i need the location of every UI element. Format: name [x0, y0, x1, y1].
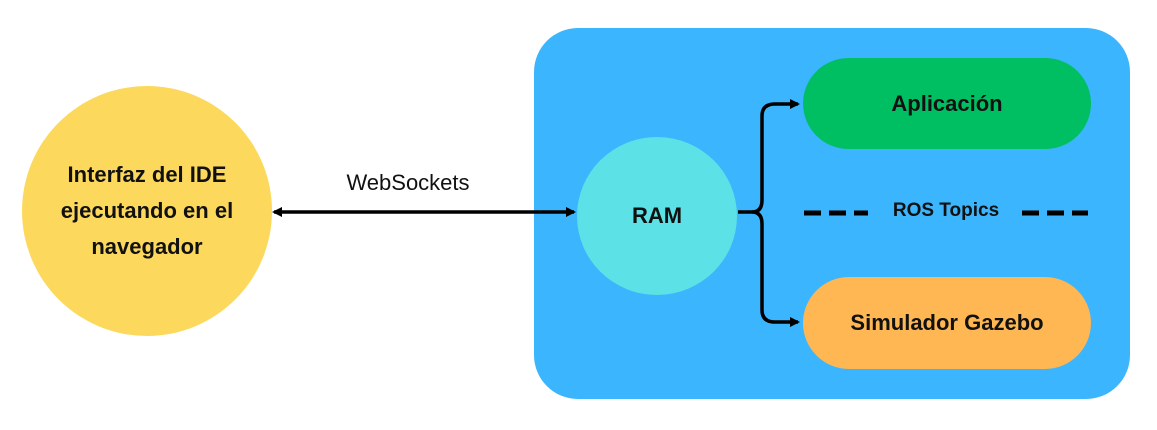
websockets-label: WebSockets [346, 170, 470, 195]
ide-label-line-2: ejecutando en el [60, 198, 234, 223]
application-node: Aplicación [803, 58, 1091, 149]
ram-to-simulator-connector [751, 210, 800, 327]
ide-label: Interfaz del IDE ejecutando en el navega… [32, 157, 262, 265]
ram-to-application-connector [738, 99, 800, 214]
ide-node: Interfaz del IDE ejecutando en el navega… [22, 86, 272, 336]
ide-label-line-1: Interfaz del IDE [67, 162, 227, 187]
application-label: Aplicación [891, 90, 1003, 116]
simulator-node: Simulador Gazebo [803, 277, 1091, 369]
ram-label: RAM [631, 203, 683, 228]
ide-label-line-3: navegador [91, 234, 203, 259]
ros-topics-label: ROS Topics [892, 200, 1000, 221]
simulator-label: Simulador Gazebo [850, 310, 1044, 335]
ram-node: RAM [577, 137, 737, 295]
